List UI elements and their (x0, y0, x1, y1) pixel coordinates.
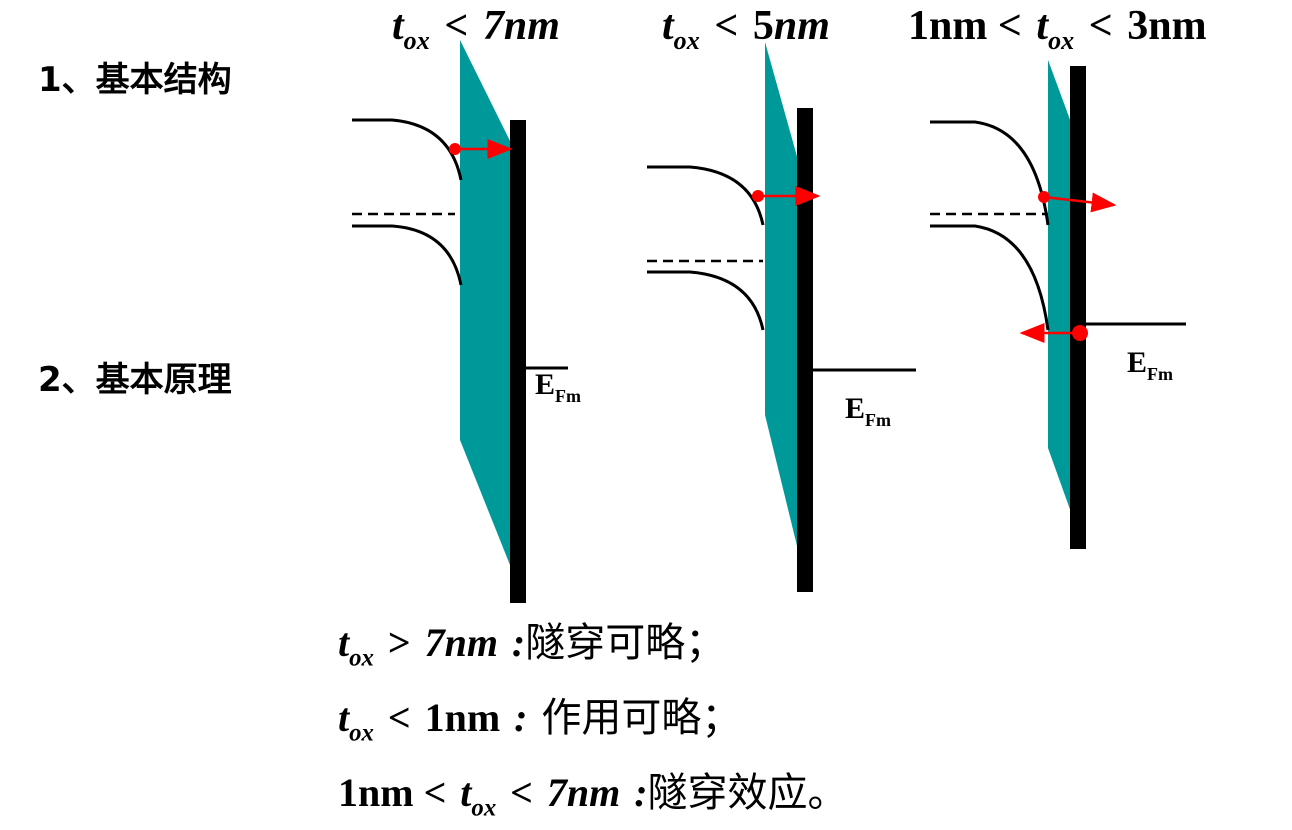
metal-gate-3 (1070, 66, 1086, 549)
header-tox-range-1-3nm: 1nm < tox < 3nm (908, 3, 1207, 55)
section-basic-principle: 2、基本原理 (38, 360, 232, 400)
valence-band-3 (930, 224, 1050, 331)
header-tox-lt-7nm: tox < 7nm (392, 3, 560, 55)
efm-label-1: EFm (535, 368, 582, 407)
metal-gate-1 (510, 120, 526, 603)
panel-2-band-diagram (647, 42, 916, 592)
oxide-layer-2 (765, 42, 798, 550)
panel-3-band-diagram (930, 60, 1186, 549)
conduction-band-2 (647, 165, 765, 226)
efm-label-2: EFm (845, 392, 892, 431)
oxide-layer-3 (1048, 60, 1072, 515)
efm-label-3: EFm (1127, 346, 1174, 385)
conduction-band-3 (930, 120, 1050, 226)
tunnel-arrow-3-out (1043, 192, 1117, 213)
metal-gate-2 (797, 108, 813, 592)
section-basic-structure: 1、基本结构 (38, 60, 232, 100)
bottom-line-3: 1nm < tox < 7nm :隧穿效应。 (338, 770, 848, 822)
panel-1-band-diagram (352, 40, 568, 603)
bottom-line-2: tox < 1nm : 作用可略； (338, 695, 742, 747)
oxide-layer-1 (460, 40, 512, 570)
bottom-line-1: tox > 7nm :隧穿可略； (338, 620, 726, 672)
valence-band-1 (352, 224, 463, 286)
valence-band-2 (647, 270, 765, 331)
conduction-band-1 (352, 118, 463, 181)
header-tox-lt-5nm: tox < 5nm (662, 3, 830, 55)
